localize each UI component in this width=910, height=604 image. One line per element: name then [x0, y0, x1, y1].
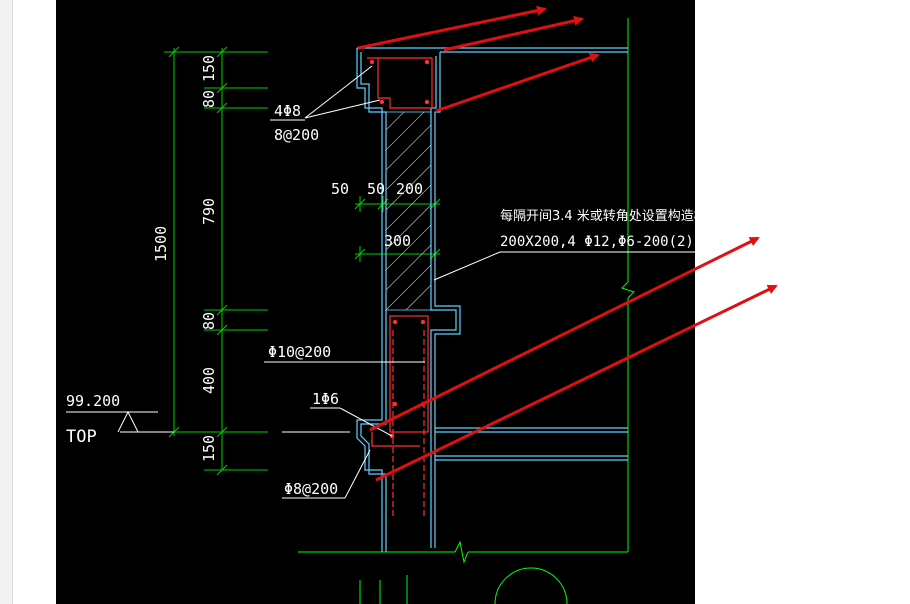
dim-300: 300	[384, 232, 411, 250]
leader-lines	[66, 65, 695, 499]
dim-400: 400	[200, 367, 218, 394]
wall-outline	[356, 47, 628, 552]
dimension-lines	[164, 46, 441, 476]
dim-1500: 1500	[152, 226, 170, 262]
parapet-section-drawing: 150 80 790 1500 80 400 150 50 50 200 300…	[66, 18, 695, 604]
rebar-top-stirrup-label: 8@200	[274, 126, 319, 144]
mid-bar-label: Φ10@200	[268, 343, 331, 361]
elevation-value-label: 99.200	[66, 392, 120, 410]
dim-790: 790	[200, 198, 218, 225]
elevation-tag-label: TOP	[66, 427, 97, 447]
bottom-bar-label: 1Φ6	[312, 390, 339, 408]
cad-drawing-area[interactable]: 150 80 790 1500 80 400 150 50 50 200 300…	[56, 0, 695, 604]
column-note-line2: 200X200,4 Φ12,Φ6-200(2)	[500, 234, 694, 250]
dim-50-right: 50	[367, 180, 385, 198]
structure-lines	[298, 18, 635, 604]
left-panel-edge	[0, 0, 13, 604]
bottom-stirrup-label: Φ8@200	[284, 480, 338, 498]
dim-150-bottom: 150	[200, 435, 218, 462]
annotation-labels: 4Φ8 8@200 每隔开间3.4 米或转角处设置构造柱 200X200,4 Φ…	[66, 102, 695, 498]
dim-150-top: 150	[200, 55, 218, 82]
column-note-line1: 每隔开间3.4 米或转角处设置构造柱	[500, 208, 695, 224]
dim-50-left: 50	[331, 180, 349, 198]
dim-80-top: 80	[200, 90, 218, 108]
dim-200: 200	[396, 180, 423, 198]
wall-hatch	[385, 111, 432, 311]
rebar-top-count-label: 4Φ8	[274, 102, 301, 120]
dim-80-mid: 80	[200, 312, 218, 330]
rebar-details	[367, 57, 433, 516]
